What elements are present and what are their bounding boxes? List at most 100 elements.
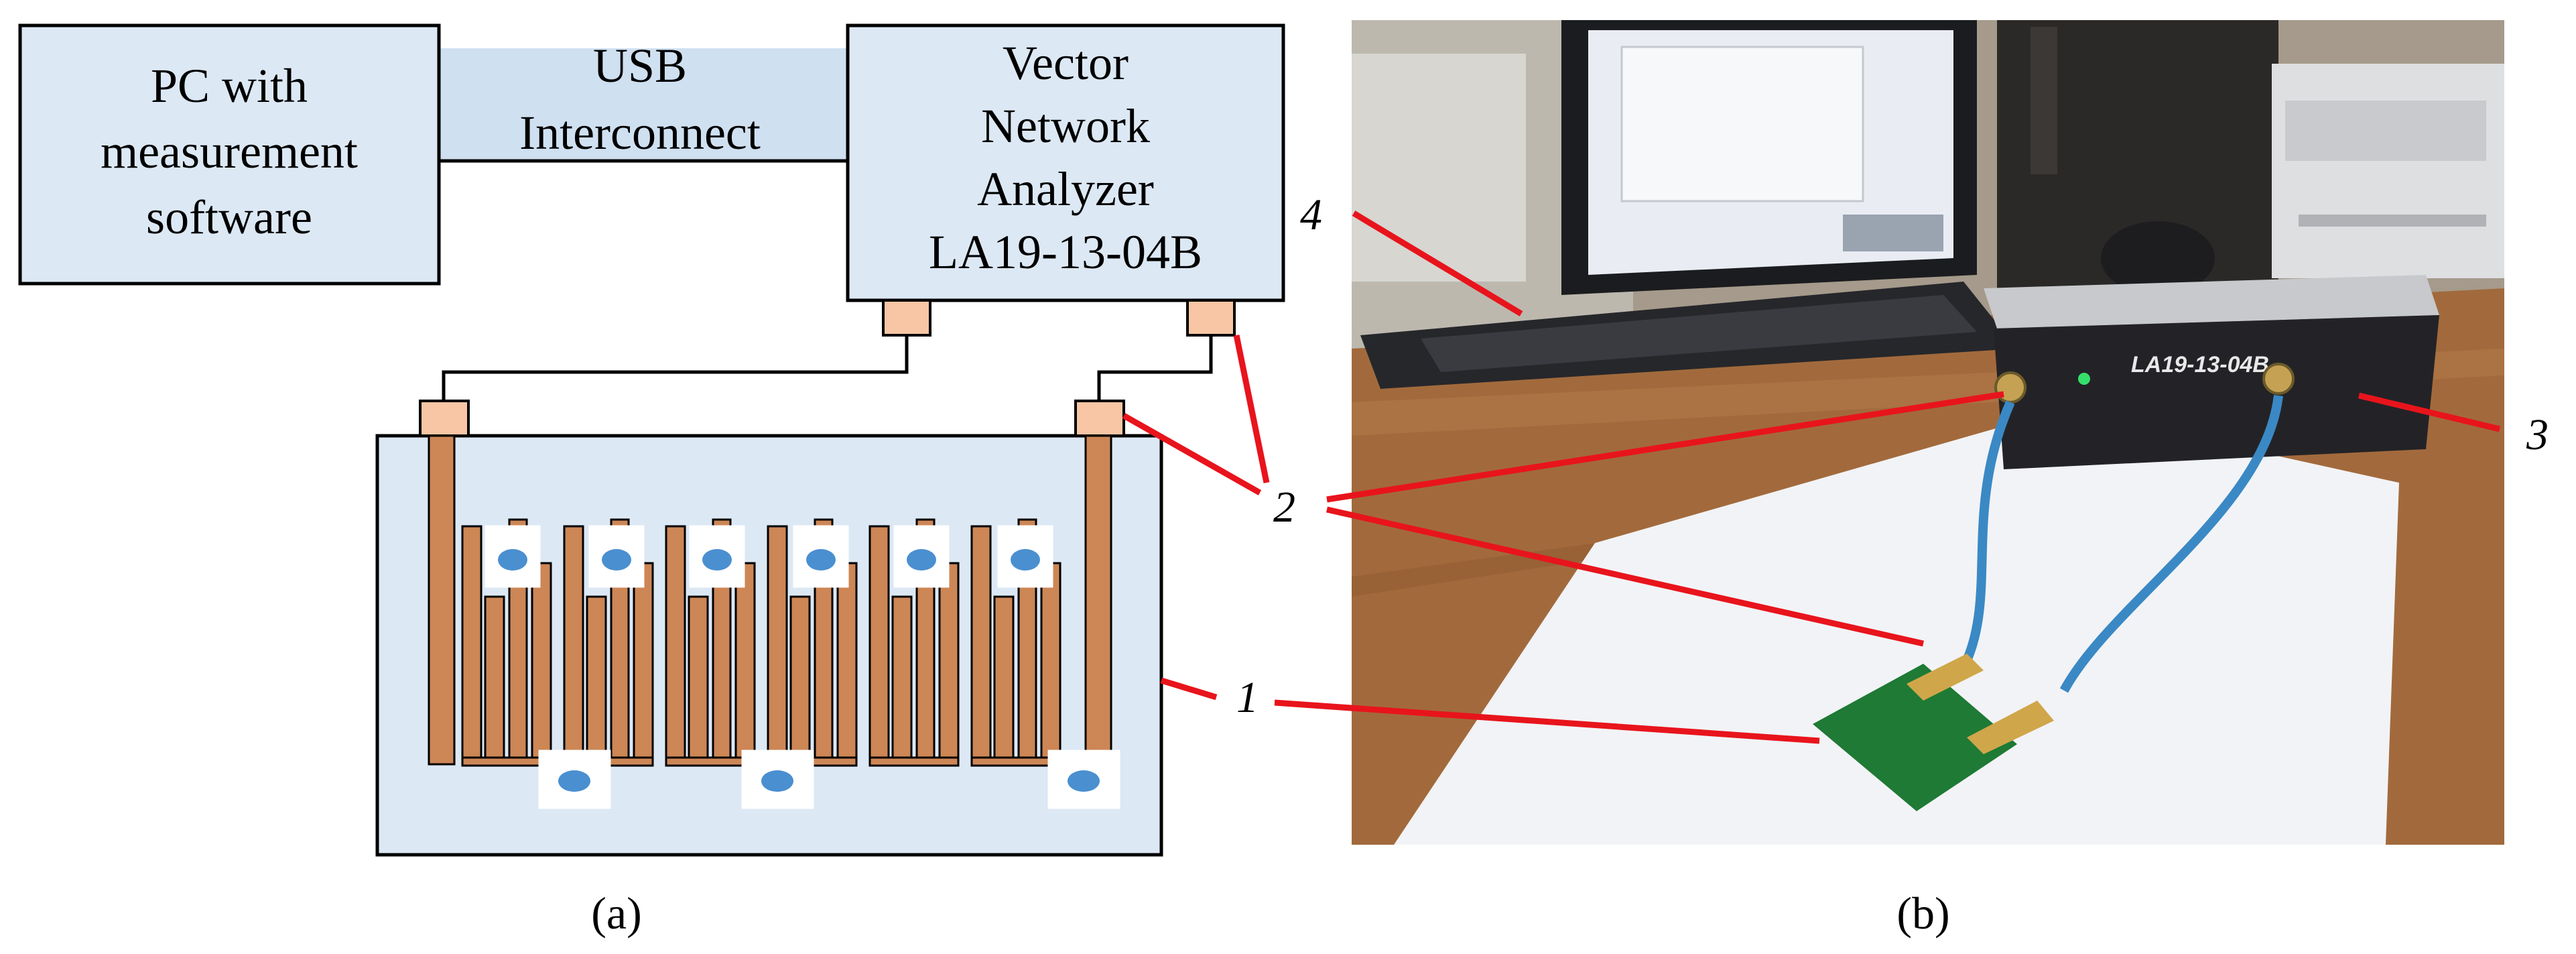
laptop-screen-buttons	[1843, 215, 1943, 251]
feed-line-right	[1084, 434, 1112, 766]
sample-drop-icon	[558, 770, 590, 792]
sample-pad-top	[893, 525, 950, 588]
usb-label-line-1: USB	[593, 39, 687, 93]
panel-b-photo: LA19-13-04B (b)	[1352, 20, 2504, 939]
vna-box-line-4: LA19-13-04B	[929, 225, 1202, 279]
computer-mouse	[2101, 221, 2215, 295]
cable-port-2	[1097, 335, 1213, 401]
resonator-finger	[1040, 562, 1061, 766]
blue-cable-2	[2059, 395, 2283, 693]
sample-pad-top	[997, 525, 1053, 588]
panel-b-label: (b)	[1896, 888, 1949, 939]
sample-pad-bottom	[538, 750, 611, 809]
resonator-finger	[665, 525, 686, 762]
callout-line-3	[2358, 392, 2501, 432]
callout-line-2d	[1326, 506, 1924, 647]
resonator-fingers	[461, 518, 1061, 767]
sample-drop-icon	[1011, 549, 1040, 571]
vna-port-left	[1994, 371, 2026, 404]
callout-line-2c	[1326, 391, 2004, 503]
laptop-keyboard-keys	[1421, 295, 1977, 372]
callout-number-1: 1	[1236, 673, 1259, 722]
resonator-finger	[563, 525, 584, 762]
green-pcb	[1813, 664, 2017, 811]
vna-box-line-1: Vector	[1003, 36, 1129, 90]
callout-line-2a	[1122, 413, 1262, 495]
sample-pad-top	[689, 525, 745, 588]
panel-a-label: (a)	[591, 888, 641, 939]
pc-box	[18, 23, 441, 286]
resonator-base	[665, 756, 756, 767]
resonator-finger	[688, 595, 709, 766]
resonator-finger	[484, 595, 505, 766]
callout-line-1a	[1160, 677, 1218, 701]
blue-cable-1	[1962, 400, 2015, 662]
white-paper	[1394, 409, 2399, 845]
printer	[2272, 64, 2504, 278]
callout-line-2b	[1233, 335, 1270, 483]
sample-drop-icon	[602, 549, 631, 571]
callout-number-2: 2	[1273, 483, 1295, 532]
vna-box-line-2: Network	[981, 99, 1150, 153]
vna-device-label: LA19-13-04B	[2131, 352, 2269, 377]
resonator-finger	[789, 595, 811, 766]
board-connector-left	[419, 400, 470, 437]
panel-a-diagram: PC with measurement software USB Interco…	[18, 23, 1285, 939]
window-shelf	[1352, 54, 1526, 282]
callout-lines	[1122, 211, 2501, 744]
callout-line-4	[1352, 211, 1523, 316]
sample-drop-icon	[907, 549, 936, 571]
vna-power-led	[2078, 373, 2090, 385]
vna-device-top	[1984, 275, 2439, 329]
sample-drop-icon	[806, 549, 836, 571]
sample-pad-top	[485, 525, 541, 588]
sample-pad-top	[588, 525, 645, 588]
resonator-finger	[993, 595, 1015, 766]
dark-cabinet-edge	[2031, 27, 2057, 174]
usb-interconnect-band	[439, 48, 848, 162]
laptop-screen-plot	[1620, 46, 1864, 202]
resonator-finger	[461, 525, 482, 762]
callout-number-4: 4	[1300, 190, 1322, 239]
vna-port-2	[1186, 299, 1236, 337]
callout-line-1b	[1274, 699, 1820, 744]
vna-box-line-3: Analyzer	[977, 162, 1154, 216]
usb-label-line-2: Interconnect	[519, 106, 761, 160]
cable-port-1	[442, 335, 909, 401]
resonator-finger	[938, 562, 960, 766]
resonator-base	[461, 756, 552, 767]
resonator-finger	[767, 525, 788, 762]
pcb-connector-2	[1967, 701, 2054, 754]
vna-box	[846, 23, 1285, 302]
sample-drop-icon	[761, 770, 793, 792]
sample-pads	[485, 525, 1120, 809]
sample-pad-bottom	[741, 750, 814, 809]
sample-drop-icon	[702, 549, 732, 571]
pc-box-line-1: PC with	[151, 59, 308, 113]
resonator-finger	[586, 595, 607, 766]
board-connector-right	[1074, 400, 1125, 437]
sample-pad-bg	[1047, 750, 1120, 809]
resonator-base	[868, 756, 960, 767]
resonator-finger	[531, 562, 552, 766]
pcb-connector-1	[1907, 654, 1984, 701]
sample-pad-bottom	[1047, 750, 1120, 809]
resonator-finger	[734, 562, 756, 766]
vna-port-1	[882, 299, 931, 337]
printer-tray	[2285, 101, 2486, 161]
vna-device-front	[1994, 315, 2439, 469]
sample-drop-icon	[1068, 770, 1100, 792]
vna-port-right	[2262, 363, 2295, 395]
resonator-finger	[970, 525, 992, 762]
resonator-finger	[633, 562, 654, 766]
sample-drop-icon	[498, 549, 527, 571]
pc-box-line-3: software	[146, 190, 312, 244]
resonator-finger	[891, 595, 913, 766]
resonator-finger	[868, 525, 890, 762]
resonator-base	[970, 756, 1061, 767]
resonator-finger	[836, 562, 858, 766]
printer-slot	[2299, 215, 2486, 227]
feed-line-left	[428, 434, 456, 766]
pc-box-line-2: measurement	[101, 125, 358, 178]
